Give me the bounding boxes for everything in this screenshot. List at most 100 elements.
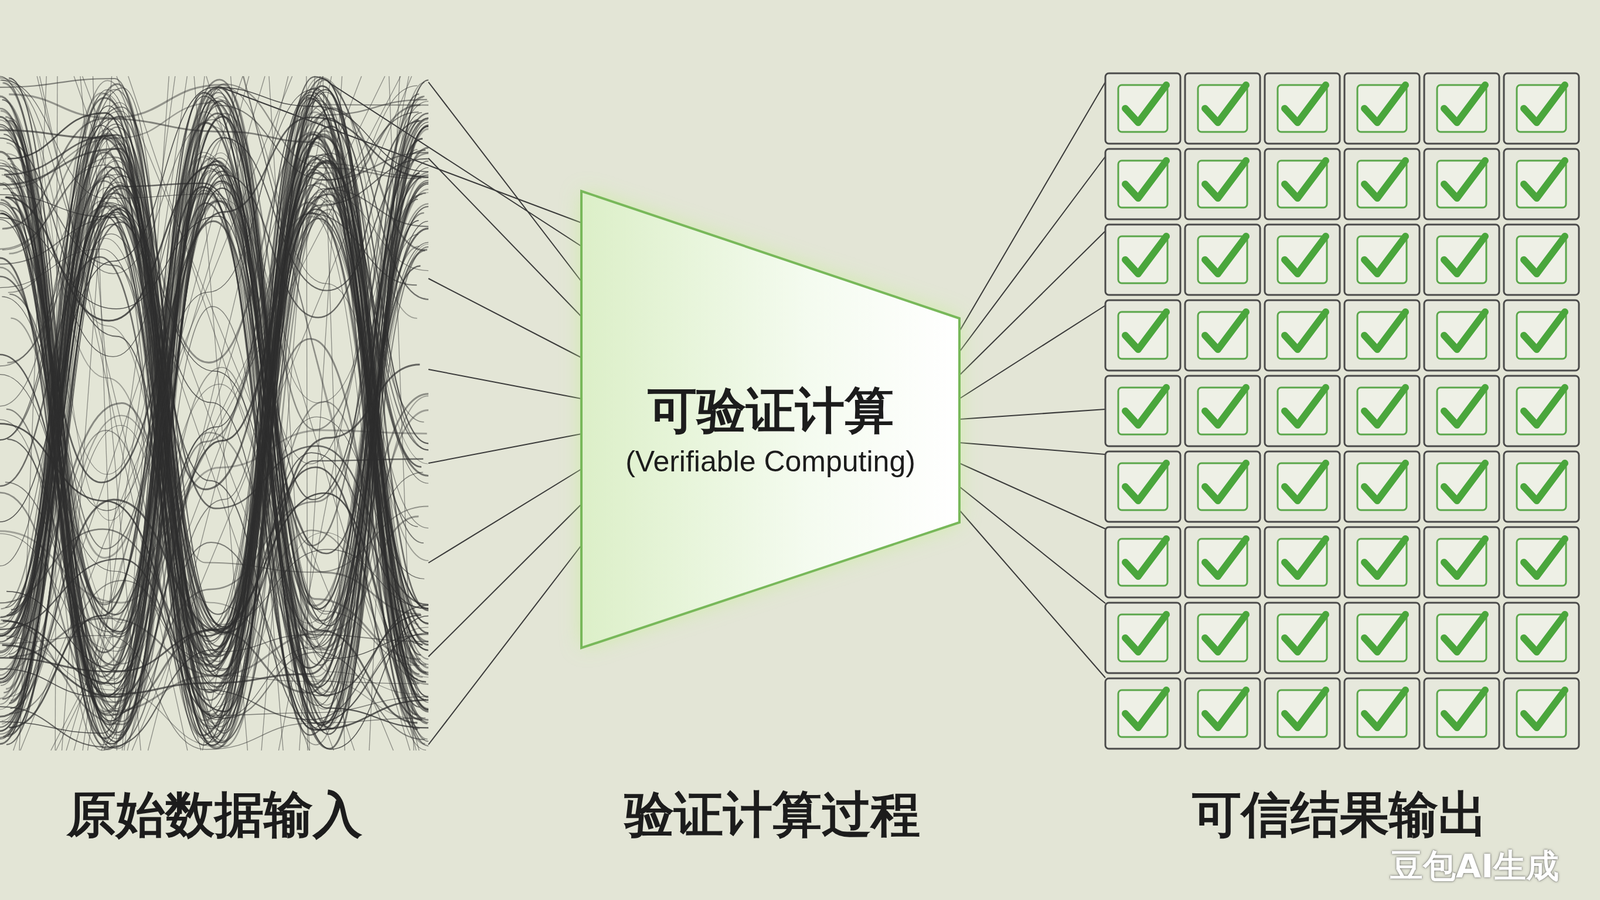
fan-line [959,305,1106,399]
checkbox-square [1118,160,1168,208]
checkbox-cell [1105,526,1181,598]
check-mark [1125,236,1167,274]
checkbox-square [1197,236,1248,284]
fan-line [428,278,582,358]
checkbox-square [1437,689,1487,737]
checkbox-square [1277,463,1327,510]
check-mark [1364,311,1406,350]
data-strand [131,76,412,751]
data-strand [322,76,345,751]
check-mark [1204,538,1247,577]
check-mark [1523,689,1565,728]
data-strand [0,213,417,729]
check-mark [1523,84,1565,123]
checkbox-square [1118,689,1168,737]
checkbox-cell [1344,602,1420,673]
checkbox-cell [1424,73,1500,144]
checkbox-square [1437,463,1487,510]
checkbox-cell [1503,375,1579,447]
checkbox-square [1357,311,1407,359]
check-mark [1523,236,1565,274]
fan-line [328,82,582,247]
data-strand [1,134,428,724]
check-mark [1284,236,1326,274]
data-strand [36,76,202,751]
check-mark [1125,160,1167,199]
checkbox-square [1277,538,1327,586]
checkbox-square [1118,84,1168,132]
data-strand [80,76,141,751]
checkbox-cell [1424,148,1500,220]
checkbox-square [1516,84,1567,132]
checkbox-cell [1264,602,1340,673]
data-strand [202,76,332,751]
fan-line [428,468,582,563]
check-mark [1204,689,1247,728]
check-mark [1284,614,1326,652]
checkbox-square [1357,614,1407,662]
data-strand [66,76,265,751]
checkbox-cell [1344,300,1420,371]
checkbox-square [1357,160,1407,208]
data-strand [0,117,429,718]
data-strand [104,76,362,751]
check-mark [1284,160,1326,199]
check-mark [1364,236,1406,274]
data-strand [82,76,335,751]
data-strand [124,76,205,751]
checkbox-cell [1264,526,1340,598]
stage-caption: 可信结果输出 [1192,781,1488,849]
data-strand [369,76,400,751]
checkbox-cell [1105,678,1181,749]
checkbox-cell [1424,224,1500,295]
check-mark [1444,689,1486,728]
check-mark [1204,84,1247,123]
check-mark [1284,84,1326,123]
checkbox-square [1437,160,1487,208]
data-strand [56,76,386,751]
checkbox-square [1516,538,1567,586]
checkbox-square [1277,236,1327,284]
checkbox-cell [1185,73,1261,144]
data-strand [5,113,429,728]
checkbox-cell [1344,451,1420,522]
checkbox-cell [1503,224,1579,295]
checkbox-square [1277,689,1327,737]
data-strand [306,76,308,751]
check-mark [1364,84,1406,123]
checkbox-cell [1424,602,1500,673]
check-mark [1364,160,1406,199]
check-mark [1364,614,1406,652]
data-strand [5,126,429,725]
checkbox-square [1277,614,1327,662]
stage-caption: 验证计算过程 [624,781,921,849]
fan-line [428,504,582,657]
checkbox-cell [1185,678,1261,749]
check-mark [1125,689,1167,728]
check-mark [1364,689,1406,728]
check-mark [1523,463,1565,501]
check-mark [1125,84,1167,123]
check-mark [1444,84,1486,123]
fan-line [959,230,1106,376]
data-strand [9,152,429,724]
checkbox-cell [1424,375,1500,447]
data-strand [50,76,401,751]
check-mark [1444,538,1486,577]
checkbox-square [1118,311,1168,359]
checkbox-square [1437,84,1487,132]
checkbox-cell [1344,526,1420,598]
data-strand [243,76,420,751]
checkbox-square [1118,463,1168,510]
check-mark [1444,387,1486,425]
checkbox-cell [1264,451,1340,522]
check-mark [1204,614,1247,652]
checkbox-square [1197,463,1248,510]
check-mark [1204,311,1247,350]
checkbox-square [1118,538,1168,586]
checkbox-cell [1264,678,1340,749]
checkbox-square [1357,463,1407,510]
checkbox-cell [1424,300,1500,371]
checkbox-square [1197,614,1248,662]
checkbox-square [1437,387,1487,435]
